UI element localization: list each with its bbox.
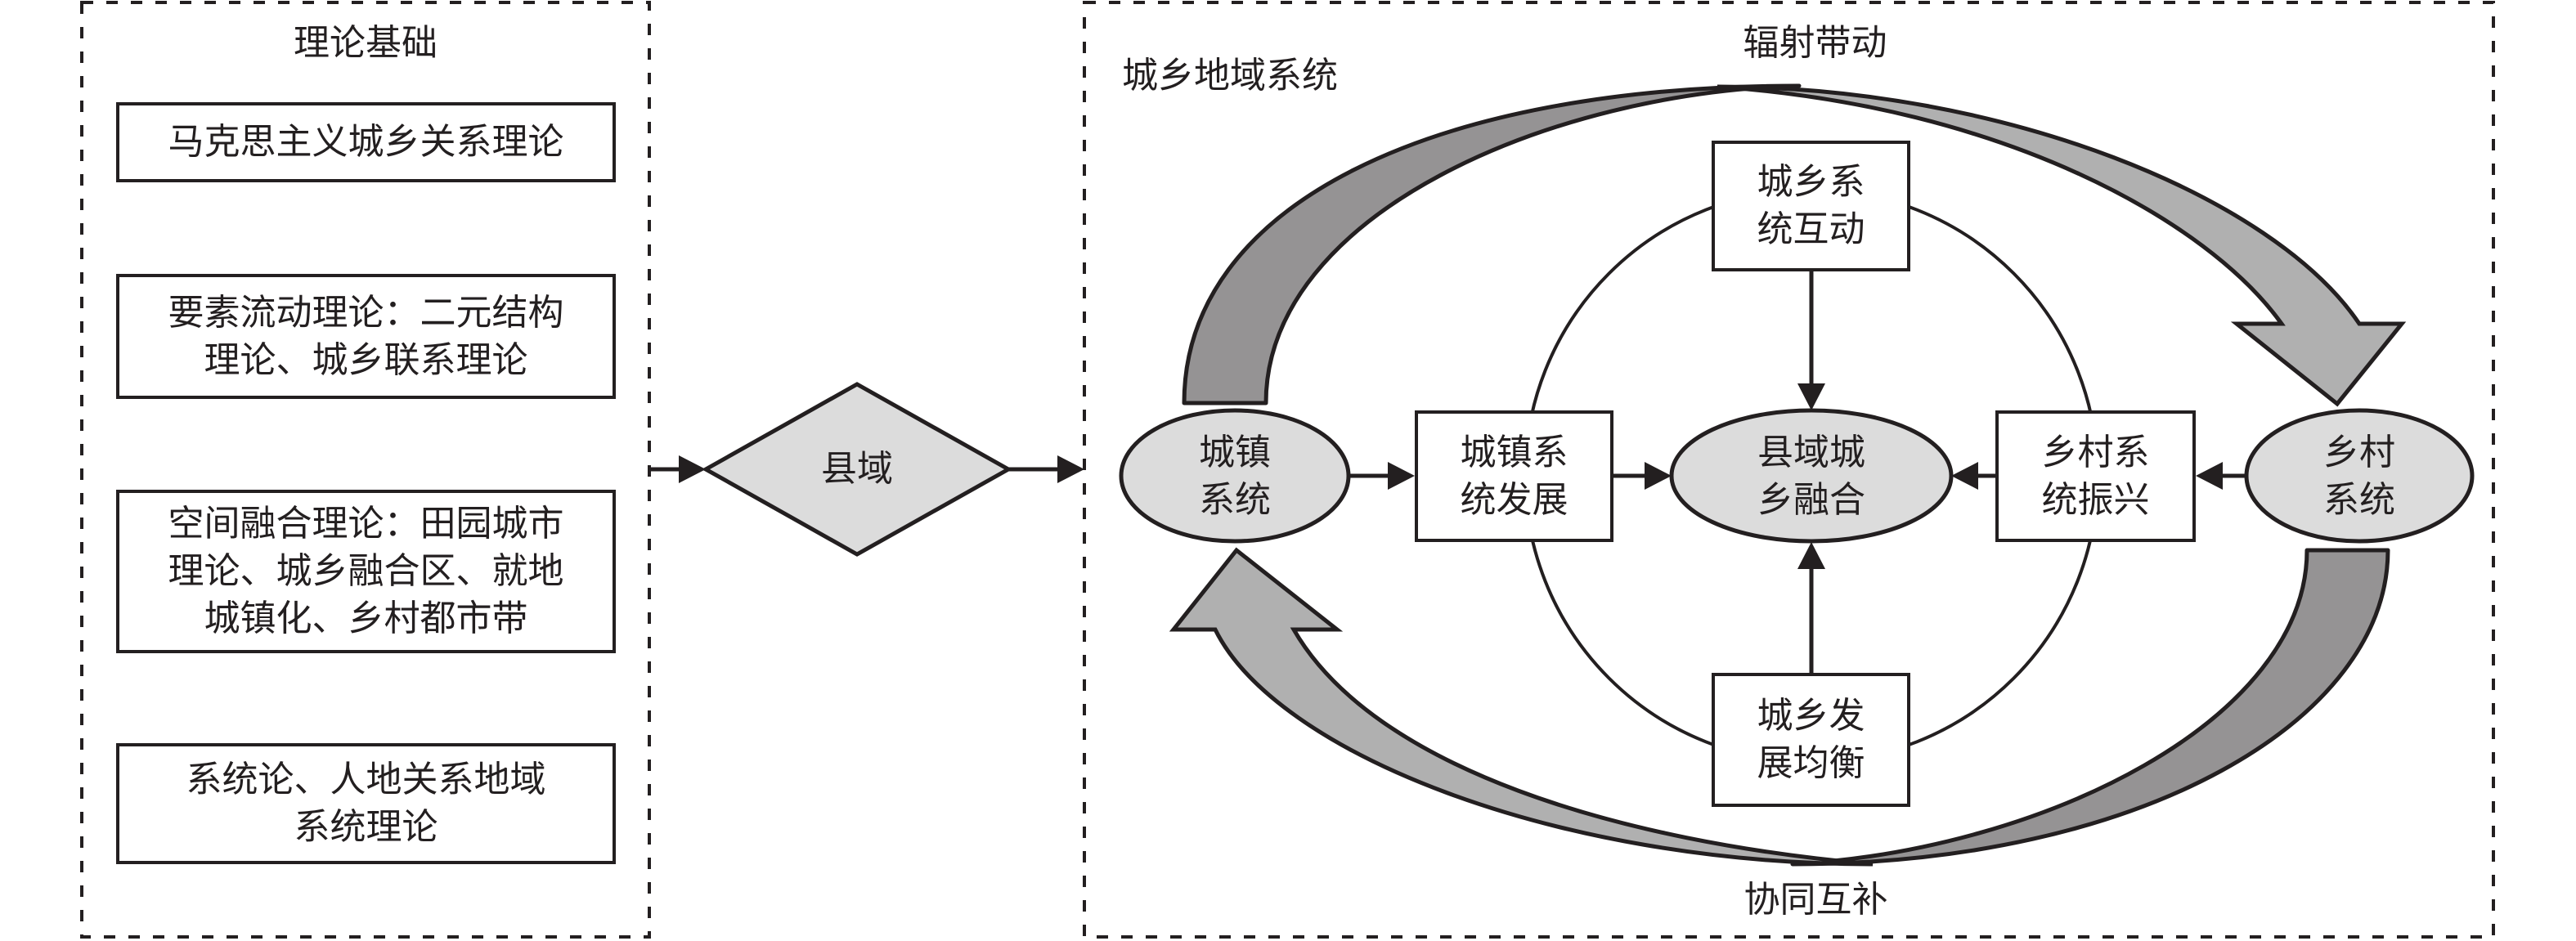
- connector-interaction-to-core: [1797, 271, 1825, 410]
- core-line: 县域城: [1757, 431, 1865, 473]
- theory-box-marxism: 马克思主义城乡关系理论: [116, 102, 616, 182]
- complement-arrow-light: [1169, 547, 1874, 867]
- radiation-arrow-dark: [1182, 83, 1802, 406]
- complement-arrow-dark: [1790, 548, 2390, 867]
- theory-box-line: 系统理论: [294, 806, 438, 848]
- connector-urban-to-development: [1348, 462, 1415, 490]
- urban-system-label: 城镇 系统: [1121, 410, 1349, 542]
- rural-revitalization-line: 乡村系: [2041, 431, 2150, 473]
- theory-box-line: 要素流动理论：二元结构: [168, 291, 564, 334]
- connector-theory-to-county: [649, 455, 706, 483]
- interaction-line: 统互动: [1757, 208, 1865, 250]
- connector-revitalization-to-core: [1951, 462, 1995, 490]
- rural-system-node: [2244, 408, 2475, 544]
- interaction-line: 城乡系: [1757, 161, 1865, 203]
- urban-development-box: 城镇系 统发展: [1415, 410, 1613, 542]
- urban-development-line: 统发展: [1460, 478, 1568, 521]
- rural-revitalization-box: 乡村系 统振兴: [1995, 410, 2196, 542]
- county-label: 县域: [821, 448, 893, 490]
- theory-box-factor-flow: 要素流动理论：二元结构 理论、城乡联系理论: [116, 274, 616, 399]
- core-label: 县域城 乡融合: [1672, 410, 1951, 542]
- theory-box-line: 空间融合理论：田园城市: [168, 503, 564, 544]
- theory-box-spatial-integration: 空间融合理论：田园城市 理论、城乡融合区、就地 城镇化、乡村都市带: [116, 490, 616, 653]
- rural-system-label: 乡村 系统: [2246, 410, 2472, 542]
- urban-system-line: 城镇: [1199, 431, 1271, 473]
- theory-box-line: 城镇化、乡村都市带: [204, 598, 528, 639]
- system-panel-title: 城乡地域系统: [1122, 55, 1338, 96]
- theory-box-systems: 系统论、人地关系地域 系统理论: [116, 743, 616, 864]
- rural-system-line: 乡村: [2323, 431, 2395, 473]
- urban-development-line: 城镇系: [1460, 431, 1568, 473]
- urban-system-node: [1119, 408, 1351, 544]
- connector-county-to-system: [1008, 455, 1084, 483]
- rural-system-line: 系统: [2323, 478, 2395, 521]
- theory-box-line: 马克思主义城乡关系理论: [168, 121, 564, 163]
- connector-rural-to-revitalization: [2196, 462, 2246, 490]
- radiation-arrow-light: [1717, 84, 2407, 407]
- theory-box-line: 系统论、人地关系地域: [186, 759, 546, 800]
- balance-box: 城乡发 展均衡: [1712, 673, 1910, 807]
- theory-box-line: 理论、城乡融合区、就地: [168, 550, 564, 592]
- interaction-box: 城乡系 统互动: [1712, 141, 1910, 271]
- radiation-label: 辐射带动: [1743, 22, 1887, 64]
- balance-line: 城乡发: [1757, 695, 1865, 737]
- balance-line: 展均衡: [1757, 742, 1865, 784]
- urban-system-line: 系统: [1199, 478, 1271, 521]
- system-panel-border: [1083, 1, 2495, 939]
- core-node: [1669, 408, 1954, 544]
- connector-development-to-core: [1613, 462, 1672, 490]
- theory-box-line: 理论、城乡联系理论: [204, 338, 528, 381]
- connector-balance-to-core: [1797, 542, 1825, 673]
- complement-label: 协同互补: [1744, 879, 1888, 921]
- theory-panel-title: 理论基础: [294, 22, 438, 64]
- core-line: 乡融合: [1757, 478, 1865, 521]
- rural-revitalization-line: 统振兴: [2041, 478, 2150, 521]
